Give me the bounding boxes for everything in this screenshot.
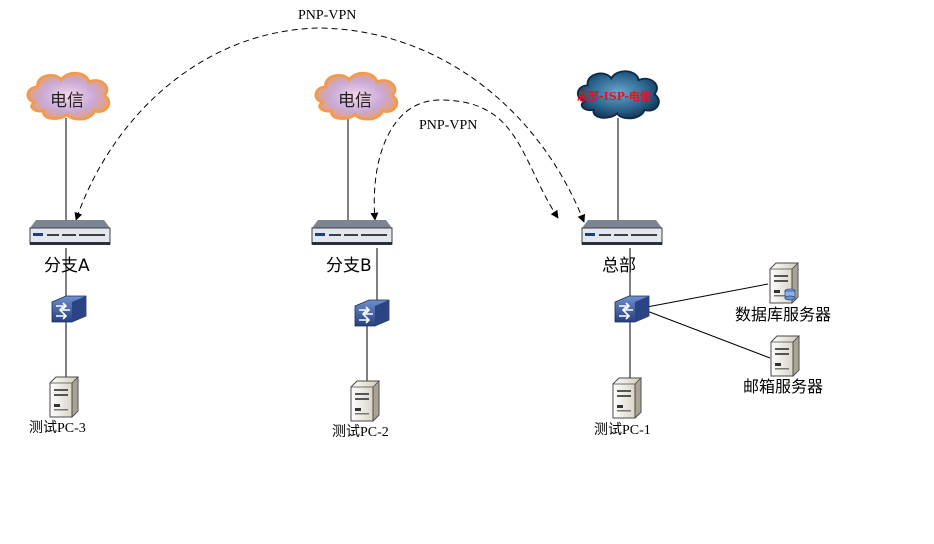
vpn-label-inner: PNP-VPN [419,118,478,133]
pc-label-2: 测试PC-2 [332,425,389,440]
cloud-label-branch-b: 电信 [338,91,372,111]
server-icon [350,380,380,422]
switch-icon [354,299,390,327]
vpn-label-outer: PNP-VPN [298,8,357,23]
cloud-label-hq: 总部-ISP-电信 [577,90,651,103]
router-label-branch-a: 分支A [44,256,90,276]
mail-server-label: 邮箱服务器 [743,377,824,396]
cloud-label-branch-a: 电信 [50,91,84,111]
server-icon [49,376,79,418]
vpn-tunnel-outer [74,27,586,223]
router-label-branch-b: 分支B [326,256,372,276]
db-server-label: 数据库服务器 [735,305,832,324]
router-icon [29,219,111,246]
server-icon [770,335,800,377]
database-server-icon [769,262,799,304]
router-icon [311,219,393,246]
link-switch-hq-mail-server [646,310,771,359]
pc-label-1: 测试PC-1 [594,423,651,438]
server-icon [612,377,642,419]
router-icon [581,219,663,246]
switch-icon [51,295,87,323]
switch-icon [614,295,650,323]
pc-label-3: 测试PC-3 [29,421,86,436]
link-switch-hq-db-server [646,283,769,308]
router-label-hq: 总部 [602,256,636,276]
